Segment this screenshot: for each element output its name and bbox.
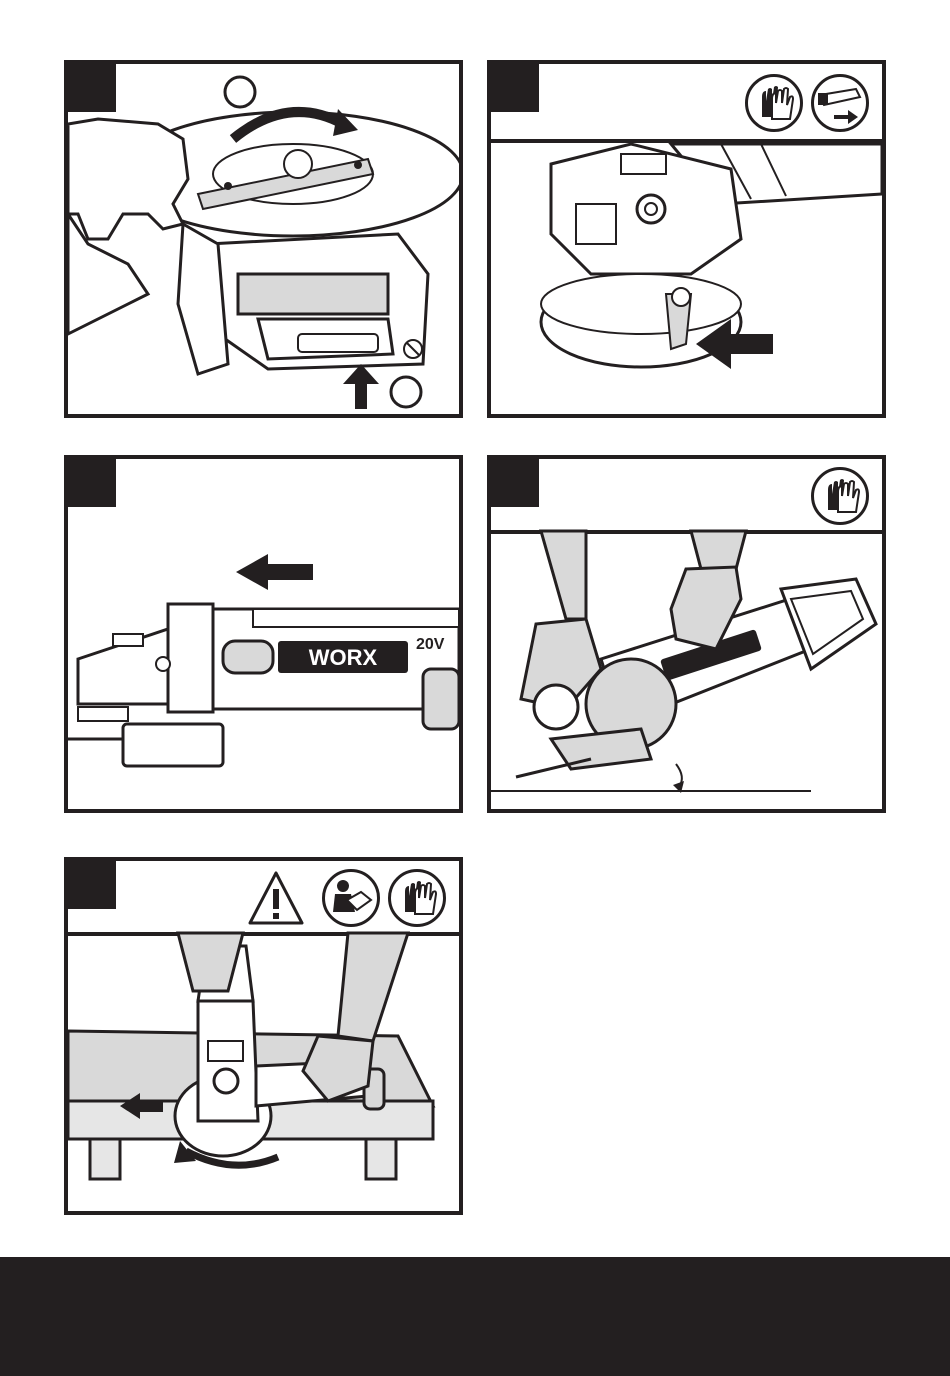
figure-2-number	[491, 64, 539, 112]
figure-3-number	[68, 459, 116, 507]
figure-5-panel	[64, 857, 463, 1215]
worx-logo-text: WORX	[309, 645, 378, 670]
read-manual-icon	[322, 869, 380, 927]
unplug-battery-icon	[811, 74, 869, 132]
figure-4-panel	[487, 455, 886, 813]
figure-3-illustration: WORX 20V	[68, 459, 459, 809]
figure-1-illustration	[68, 64, 459, 414]
gloves-icon	[811, 467, 869, 525]
figure-2-panel	[487, 60, 886, 418]
page-footer-band	[0, 1257, 950, 1376]
gloves-icon	[745, 74, 803, 132]
voltage-text: 20V	[416, 636, 445, 653]
warning-icon	[246, 869, 304, 927]
gloves-icon	[388, 869, 446, 927]
figure-4-number	[491, 459, 539, 507]
figure-3-panel: WORX 20V	[64, 455, 463, 813]
figure-1-panel	[64, 60, 463, 418]
figure-1-number	[68, 64, 116, 112]
figure-5-number	[68, 861, 116, 909]
